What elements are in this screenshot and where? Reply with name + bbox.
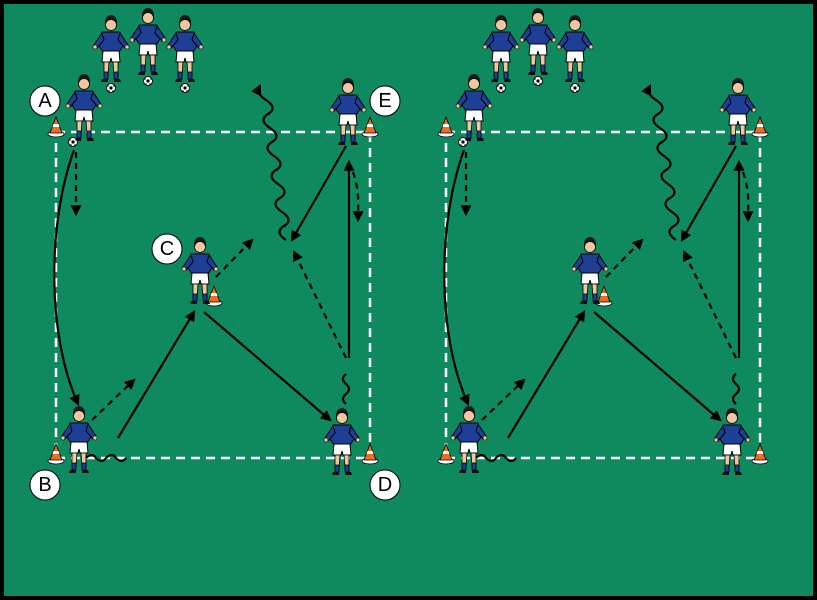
pitch-field [4, 4, 813, 596]
label-e: E [369, 85, 401, 117]
label-d: D [369, 469, 401, 501]
svg-text:D: D [378, 474, 392, 496]
label-a: A [29, 85, 61, 117]
svg-text:C: C [160, 238, 174, 260]
svg-text:B: B [38, 474, 51, 496]
svg-text:E: E [378, 90, 391, 112]
svg-text:A: A [38, 90, 52, 112]
label-c: C [151, 233, 183, 265]
label-b: B [29, 469, 61, 501]
